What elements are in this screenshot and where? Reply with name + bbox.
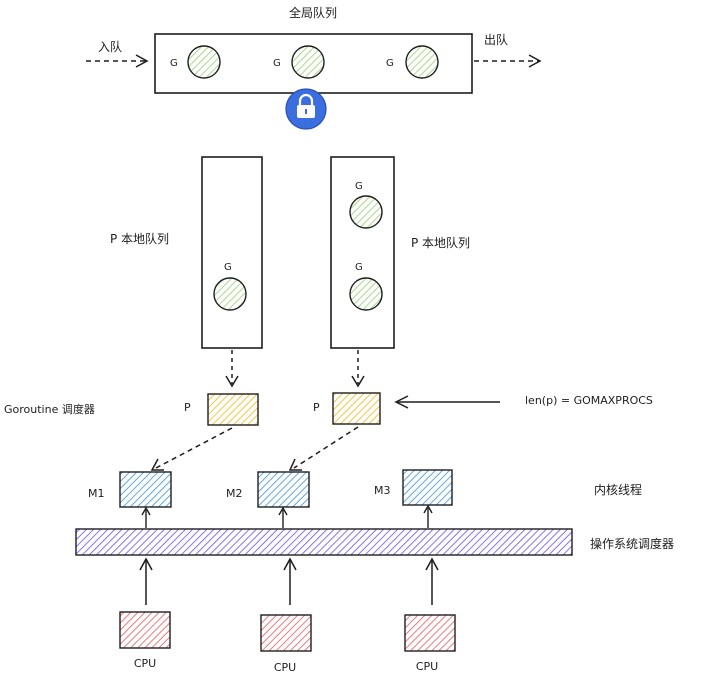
dequeue-label: 出队 (484, 32, 508, 47)
arrow-head (394, 395, 409, 409)
arrow-head (225, 375, 239, 388)
local-queue-box (330, 156, 395, 349)
arrow-head (139, 557, 153, 571)
goroutine-circle (213, 277, 247, 311)
goroutine-circle (187, 45, 221, 79)
arrow-head (283, 557, 297, 571)
enqueue-arrow-head (135, 54, 149, 68)
kernel-thread-label: 内核线程 (594, 482, 642, 497)
goroutine-label: G (224, 262, 232, 273)
goroutine-circle (291, 45, 325, 79)
goroutine-label: G (355, 262, 363, 273)
p-to-m-arrow (155, 427, 233, 469)
global-queue-title: 全局队列 (289, 5, 337, 20)
m-label: M1 (88, 487, 105, 500)
m-label: M2 (226, 487, 243, 500)
os-scheduler-label: 操作系统调度器 (590, 536, 674, 551)
local-queue-label: P 本地队列 (411, 235, 470, 250)
goroutine-circle (349, 277, 383, 311)
arrow-head (141, 506, 151, 516)
m-label: M3 (374, 484, 391, 497)
p-label: P (313, 401, 320, 414)
arrow-head (425, 557, 439, 571)
cpu-label: CPU (274, 661, 296, 674)
cpu-label: CPU (134, 657, 156, 670)
m-thread-box (257, 471, 310, 508)
arrow-head (150, 458, 164, 471)
lock-icon (285, 88, 327, 130)
goroutine-label: G (355, 181, 363, 192)
local-queue-box (201, 156, 263, 349)
enqueue-label: 入队 (98, 39, 122, 54)
cpu-box (404, 614, 456, 652)
goroutine-label: G (273, 58, 281, 69)
cpu-box (260, 614, 312, 652)
cpu-label: CPU (416, 660, 438, 673)
arrow-head (288, 458, 302, 471)
goroutine-circle (349, 195, 383, 229)
cpu-box (119, 611, 171, 649)
p-box (207, 393, 259, 426)
p-label: P (184, 401, 191, 414)
p-to-m-arrow (293, 426, 359, 469)
gomaxprocs-formula: len(p) = GOMAXPROCS (525, 394, 653, 407)
os-scheduler-bar (75, 528, 573, 556)
p-box (332, 392, 381, 425)
m-thread-box (402, 469, 453, 506)
m-thread-box (119, 471, 172, 508)
goroutine-label: G (170, 58, 178, 69)
arrow-head (423, 504, 433, 514)
goroutine-label: G (386, 58, 394, 69)
dequeue-arrow-head (528, 54, 542, 68)
goroutine-circle (405, 45, 439, 79)
arrow-head (278, 506, 288, 516)
local-queue-label: P 本地队列 (110, 231, 169, 246)
arrow-head (351, 375, 365, 388)
scheduler-label: Goroutine 调度器 (4, 402, 95, 416)
